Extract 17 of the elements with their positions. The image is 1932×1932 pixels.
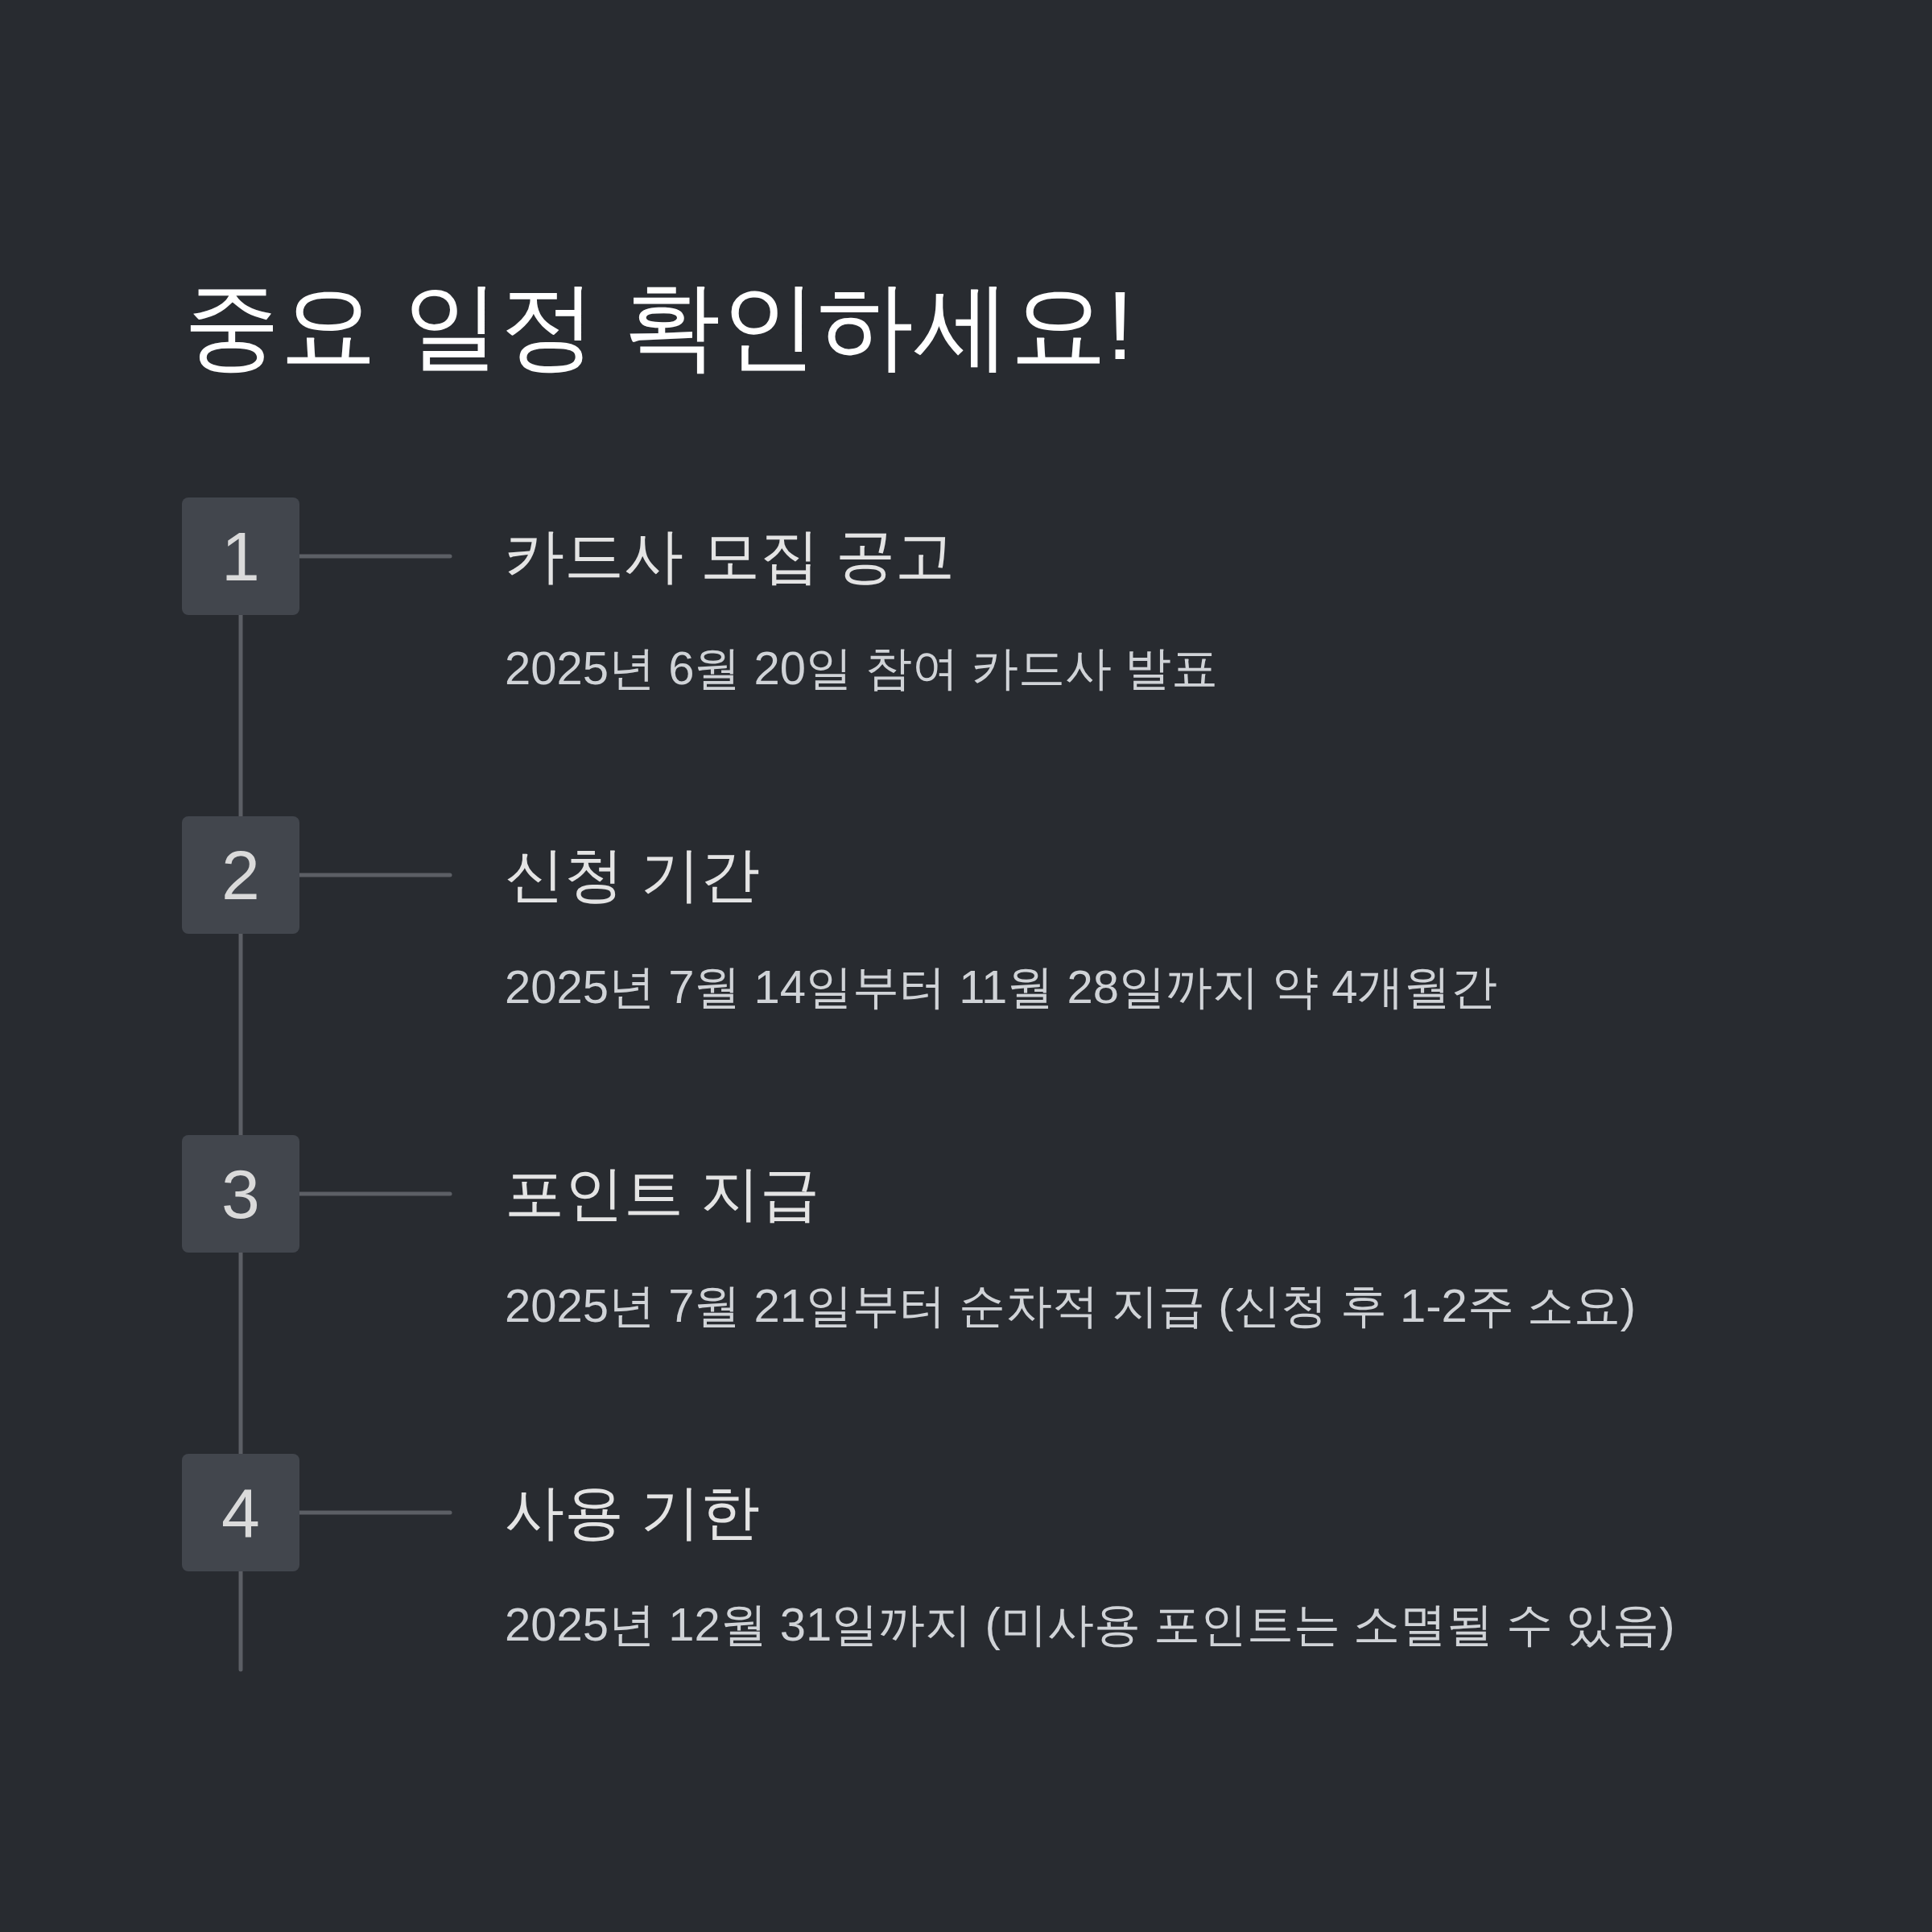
step-heading: 카드사 모집 공고 bbox=[505, 522, 956, 591]
connector-line bbox=[238, 1250, 243, 1456]
step-description: 2025년 12월 31일까지 (미사용 포인트는 소멸될 수 있음) bbox=[505, 1597, 1675, 1652]
connector-line bbox=[238, 613, 243, 819]
title: 중요 일정 확인하세요! bbox=[184, 270, 1134, 381]
step-number-tile: 2 bbox=[182, 816, 299, 934]
step-heading: 사용 기한 bbox=[505, 1478, 760, 1547]
step-number-tile: 1 bbox=[182, 497, 299, 615]
step-description: 2025년 7월 14일부터 11월 28일까지 약 4개월간 bbox=[505, 960, 1498, 1014]
connector-line bbox=[238, 1569, 243, 1672]
step-description: 2025년 6월 20일 참여 카드사 발표 bbox=[505, 641, 1219, 696]
connector-line bbox=[238, 931, 243, 1137]
step-heading: 신청 기간 bbox=[505, 840, 760, 910]
step-number-tile: 4 bbox=[182, 1454, 299, 1571]
step-number-tile: 3 bbox=[182, 1135, 299, 1253]
step-heading: 포인트 지급 bbox=[505, 1159, 819, 1228]
step-description: 2025년 7월 21일부터 순차적 지급 (신청 후 1-2주 소요) bbox=[505, 1278, 1637, 1333]
